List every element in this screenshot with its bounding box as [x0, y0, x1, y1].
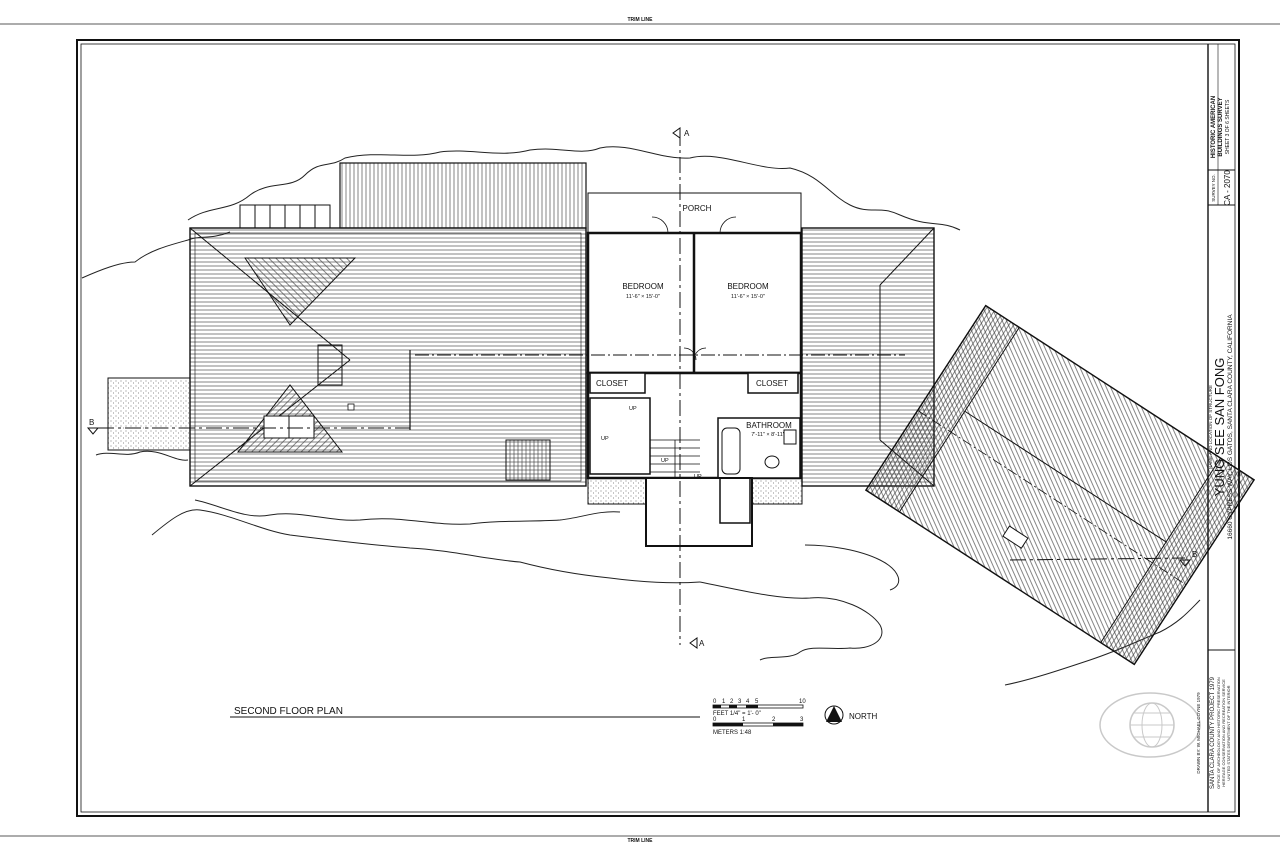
plan-title: SECOND FLOOR PLAN: [234, 706, 343, 717]
survey-no: CA - 2070: [1223, 170, 1232, 206]
trim-line-top-label: TRIM LINE: [628, 17, 654, 23]
trim-line-bottom-label: TRIM LINE: [628, 838, 654, 844]
graphic-scale: 0 1 2 3 4 5 10 FEET 1/4" = 1'- 0" 0 1 2 …: [712, 699, 806, 736]
bedroom-left-label: BEDROOM: [622, 282, 664, 291]
survey-no-label: SURVEY NO.: [1211, 174, 1216, 202]
habs-line-2: BUILDINGS SURVEY: [1218, 97, 1224, 156]
sheet-count: SHEET 3 OF 6 SHEETS: [1225, 99, 1231, 154]
service-name: HERITAGE CONSERVATION AND RECREATION SER…: [1221, 679, 1226, 787]
closet-right-label: CLOSET: [756, 379, 788, 388]
project-name: SANTA CLARA COUNTY PROJECT 1979: [1210, 676, 1216, 789]
sheet-border: [76, 39, 1240, 817]
bedroom-left-size: 11'-6" × 15'-0": [626, 294, 660, 300]
stair-up-label-4: UP: [694, 474, 702, 480]
feet-scale-label: FEET 1/4" = 1'- 0": [713, 711, 761, 717]
feet-tick-0: 0: [713, 699, 717, 705]
closet-left-label: CLOSET: [596, 379, 628, 388]
section-lines: [98, 130, 1186, 645]
feet-tick-5: 5: [755, 699, 759, 705]
habs-line-1: HISTORIC AMERICAN: [1211, 96, 1217, 158]
stair-up-label-3: UP: [661, 458, 669, 464]
roof-west-wing: [189, 227, 587, 487]
roof-north-porch: [239, 162, 587, 229]
name-of-structure-label: NAME AND LOCATION OF STRUCTURE: [1208, 385, 1213, 469]
bathroom-label: BATHROOM: [746, 421, 792, 430]
west-terrace: [107, 377, 191, 451]
trim-lines: TRIM LINE TRIM LINE: [0, 17, 1280, 844]
building-name: YUNG SEE SAN FONG: [1212, 358, 1227, 497]
plan-title-block: SECOND FLOOR PLAN: [230, 706, 700, 718]
bedroom-right-label: BEDROOM: [727, 282, 769, 291]
feet-tick-1: 1: [722, 699, 726, 705]
bathroom-size: 7'-11" × 8'-11": [751, 432, 785, 438]
meters-scale-label: METERS 1:48: [713, 730, 752, 736]
meter-tick-1: 1: [742, 717, 746, 723]
drawn-by: DRAWN BY: W. MICHAEL COYNE 1979: [1196, 692, 1201, 774]
room-labels: PORCH BEDROOM 11'-6" × 15'-0" BEDROOM 11…: [596, 204, 792, 480]
section-arrow-a-bottom: A: [689, 637, 705, 649]
meter-tick-2: 2: [772, 717, 776, 723]
office-name: OFFICE OF ARCHEOLOGY AND HISTORIC PRESER…: [1216, 677, 1221, 789]
section-a-top-label: A: [684, 129, 690, 138]
central-floor-plan: [415, 192, 905, 547]
feet-tick-3: 3: [738, 699, 742, 705]
habs-emblem-icon: [1099, 692, 1201, 758]
north-label: NORTH: [849, 712, 878, 721]
section-arrow-a-top: A: [672, 127, 690, 139]
section-arrow-b-left: B: [86, 418, 100, 435]
roof-southeast-wing: [864, 304, 1256, 666]
section-arrow-b-right: B: [1178, 550, 1197, 567]
feet-tick-10: 10: [799, 699, 806, 705]
title-block-frame: [1207, 44, 1235, 812]
section-a-bottom-label: A: [699, 639, 705, 648]
bedroom-right-size: 11'-6" × 15'-0": [731, 294, 765, 300]
stair-up-label-1: UP: [629, 406, 637, 412]
section-b-left-label: B: [89, 418, 94, 427]
north-arrow: NORTH: [824, 705, 878, 725]
department-name: UNITED STATES DEPARTMENT OF THE INTERIOR: [1226, 685, 1231, 780]
feet-tick-4: 4: [746, 699, 750, 705]
section-b-right-label: B: [1192, 550, 1197, 559]
address: 16660 CYPRESS WAY, LOS GATOS, SANTA CLAR…: [1227, 314, 1234, 540]
meter-tick-3: 3: [800, 717, 804, 723]
title-block-text: NAME AND LOCATION OF STRUCTURE YUNG SEE …: [1196, 96, 1234, 789]
porch-label: PORCH: [683, 204, 712, 213]
north-arrow-icon: [826, 706, 842, 722]
stair-up-label-2: UP: [601, 436, 609, 442]
feet-tick-2: 2: [730, 699, 734, 705]
meter-tick-0: 0: [713, 717, 717, 723]
